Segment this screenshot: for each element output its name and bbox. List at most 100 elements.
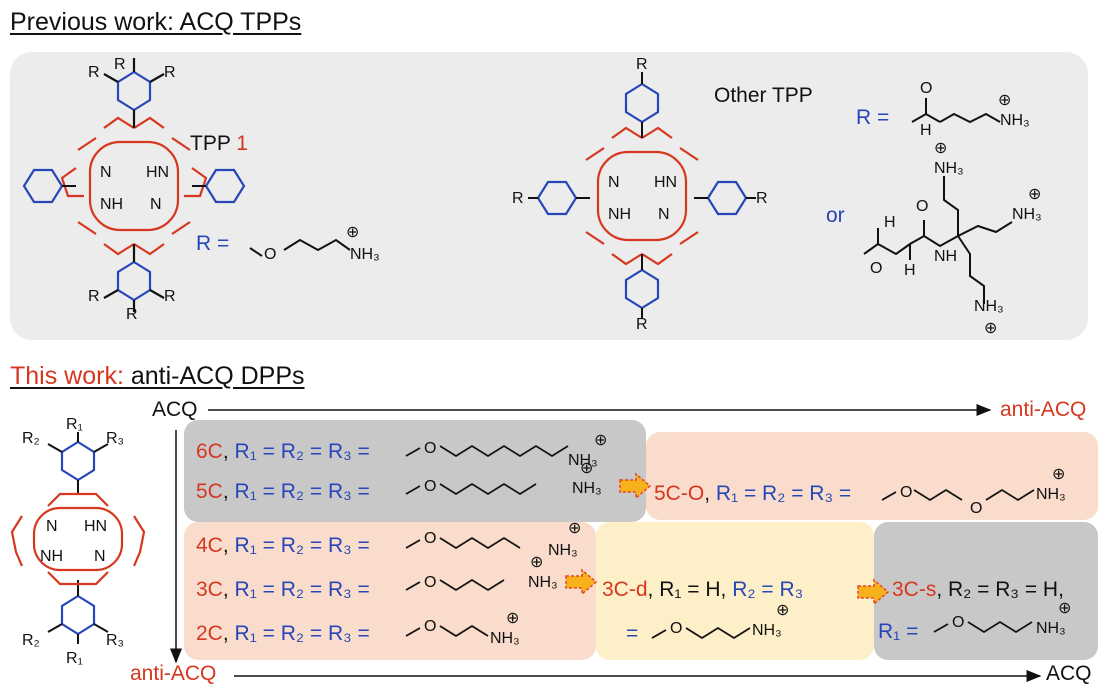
row-4c-o: O [424, 530, 437, 547]
other-n1: N [608, 174, 620, 191]
row-5c-o: O [424, 478, 437, 495]
branch-nh3-right: NH₃ [1012, 206, 1042, 223]
row-3c-s-r1: R₁ = [878, 620, 919, 643]
row-3c-plus: ⊕ [530, 554, 544, 571]
axis-bottom-right: ACQ [1046, 662, 1092, 685]
row-5c-o-formula: R₁ = R₂ = R₃ = [715, 482, 852, 505]
row-4c-formula: R₁ = R₂ = R₃ = [234, 534, 370, 557]
previous-work-main: ACQ TPPs [179, 8, 302, 36]
dpp-r1-bottom: R₁ [66, 650, 83, 667]
previous-work-heading: Previous work: ACQ TPPs [10, 8, 301, 37]
amide-h: H [920, 122, 932, 139]
tpp1-r-botleft: R [88, 288, 100, 305]
row-3c-d-variant: 3C-d, R₁ = H, R₂ = R₃ [602, 578, 804, 601]
row-4c-plus: ⊕ [568, 520, 582, 537]
row-5c-o-plus: ⊕ [1052, 466, 1066, 483]
tpp1-linker-o: O [264, 246, 277, 263]
row-3c-d-formula-b: R₂ = R₃ [732, 578, 804, 601]
row-6c-nh3: NH₃ [568, 452, 598, 469]
branch-plus-top: ⊕ [934, 140, 948, 157]
row-3c: 3C, R₁ = R₂ = R₃ = [196, 578, 370, 601]
tpp1-nh: NH [100, 196, 124, 213]
axis-bottom-left: anti-ACQ [130, 662, 217, 685]
row-5c: 5C, R₁ = R₂ = R₃ = [196, 480, 370, 503]
box-6c-5c [184, 420, 646, 522]
row-5c-code: 5C [196, 480, 223, 503]
other-r-left: R [512, 190, 524, 207]
tpp1-linker-nh3: NH₃ [350, 246, 380, 263]
block-arrow-3c [565, 568, 598, 596]
row-5c-nh3: NH₃ [572, 480, 602, 497]
row-3c-nh3: NH₃ [528, 574, 558, 591]
row-5c-o-o2: O [970, 500, 983, 517]
row-4c-code: 4C [196, 534, 223, 557]
block-arrows [565, 472, 890, 606]
row-2c-nh3: NH₃ [490, 630, 520, 647]
other-r-bottom: R [636, 316, 648, 333]
row-2c-plus: ⊕ [506, 610, 520, 627]
row-3c-d-eq: = [626, 622, 639, 645]
branch-h2: H [884, 214, 896, 231]
tpp1-structure [22, 58, 351, 312]
row-chains [405, 444, 1035, 640]
box-3c-s [874, 522, 1098, 660]
row-4c: 4C, R₁ = R₂ = R₃ = [196, 534, 370, 557]
dpp-n2: N [94, 548, 106, 565]
this-work-heading: This work: anti-ACQ DPPs [10, 362, 305, 391]
tpp1-label-text: TPP [190, 132, 237, 155]
axis-top-left: ACQ [152, 398, 198, 421]
axis-top-right: anti-ACQ [1000, 398, 1087, 421]
other-hn: HN [654, 174, 678, 191]
row-6c-code: 6C [196, 440, 223, 463]
tpp1-r-topright: R [164, 64, 176, 81]
row-3c-d-code: 3C-d [602, 578, 648, 601]
row-5c-o-variant: 5C-O, R₁ = R₂ = R₃ = [654, 482, 852, 505]
row-3c-d-nh3: NH₃ [752, 622, 782, 639]
row-3c-d-o: O [670, 620, 683, 637]
other-r-top: R [636, 56, 648, 73]
row-3c-formula: R₁ = R₂ = R₃ = [234, 578, 370, 601]
row-5c-plus: ⊕ [580, 460, 594, 477]
tpp1-linker-plus: ⊕ [346, 224, 360, 241]
row-5c-o-o1: O [900, 484, 913, 501]
row-2c-code: 2C [196, 622, 223, 645]
row-3c-s-plus: ⊕ [1058, 600, 1072, 617]
amide-plus: ⊕ [998, 92, 1012, 109]
row-3c-o: O [424, 574, 437, 591]
dpp-hn: HN [84, 518, 108, 535]
row-4c-nh3: NH₃ [548, 542, 578, 559]
dpp-r2-top: R₂ [22, 430, 40, 447]
branch-h1: H [904, 262, 916, 279]
row-6c-o: O [424, 440, 437, 457]
row-6c: 6C, R₁ = R₂ = R₃ = [196, 440, 370, 463]
amide-nh3: NH₃ [1000, 112, 1030, 129]
tpp1-n1: N [100, 164, 112, 181]
tpp1-label: TPP 1 [190, 132, 248, 156]
dpp-r3-top: R₃ [106, 430, 125, 447]
tpp1-r-bottom: R [126, 306, 138, 323]
branch-o1: O [870, 260, 883, 277]
row-2c: 2C, R₁ = R₂ = R₃ = [196, 622, 370, 645]
branch-nh: NH [934, 248, 958, 265]
row-3c-code: 3C [196, 578, 223, 601]
or-label: or [826, 204, 845, 227]
other-n2: N [658, 206, 670, 223]
row-5c-o-nh3: NH₃ [1036, 486, 1066, 503]
box-4c-3c-2c [184, 522, 596, 660]
other-tpp-label: Other TPP [714, 84, 813, 107]
tpp1-r-top: R [114, 56, 126, 73]
row-5c-formula: R₁ = R₂ = R₃ = [234, 480, 370, 503]
this-work-prefix: This work: [10, 362, 124, 390]
row-3c-d-formula-a: R₁ = H, [659, 578, 733, 601]
other-r-eq: R = [856, 106, 890, 129]
row-3c-d-plus: ⊕ [776, 602, 790, 619]
this-work-main: anti-ACQ DPPs [123, 362, 305, 390]
other-r-right: R [756, 190, 768, 207]
row-3c-s-code: 3C-s [892, 578, 937, 601]
previous-work-prefix: Previous work: [10, 8, 180, 36]
branch-plus-right: ⊕ [1028, 186, 1042, 203]
row-6c-plus: ⊕ [594, 432, 608, 449]
block-arrow-5c [619, 472, 652, 500]
block-arrow-3c-d [857, 578, 890, 606]
